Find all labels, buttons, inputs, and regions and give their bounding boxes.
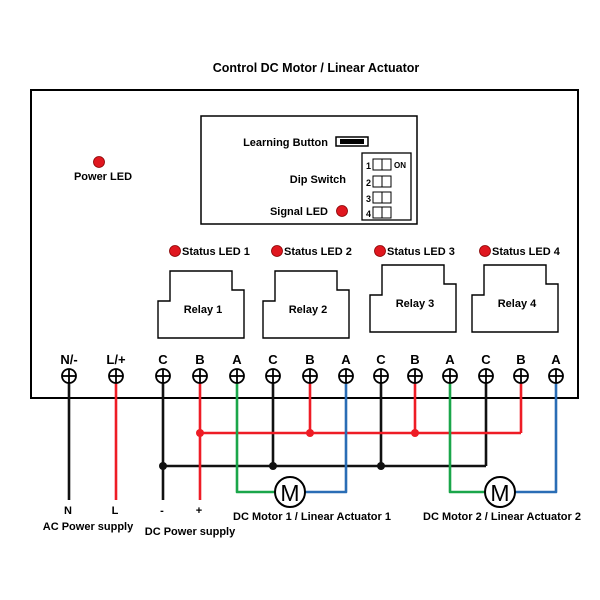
dip-switch-cell[interactable] (381, 191, 392, 204)
dip-switch-cell[interactable] (381, 175, 392, 188)
controller-box (30, 89, 579, 399)
status-led-label-4: Status LED 4 (492, 246, 561, 258)
relay-2 (262, 270, 350, 339)
status-led-3 (374, 245, 386, 257)
status-led-label-3: Status LED 3 (387, 246, 455, 258)
dip-switch[interactable]: 1 2 3 4 (361, 152, 412, 221)
terminal-screw[interactable] (373, 368, 389, 384)
wire-motor2-a3 (448, 383, 485, 494)
wire-junction (377, 462, 385, 470)
wire-junction (411, 429, 419, 437)
dip-switch-cell[interactable] (372, 206, 383, 219)
dip-number: 3 (366, 194, 371, 204)
relay-label-1: Relay 1 (184, 304, 223, 316)
relay-label-4: Relay 4 (498, 298, 537, 310)
dip-number: 2 (366, 178, 371, 188)
dip-switch-cell[interactable] (372, 158, 383, 171)
dip-number: 1 (366, 161, 371, 171)
dip-switch-label: Dip Switch (290, 174, 347, 186)
terminal-label: N/- (60, 352, 77, 367)
terminal-screw[interactable] (229, 368, 245, 384)
learning-button-label: Learning Button (243, 137, 328, 149)
wire-motor2-a4 (515, 383, 558, 494)
relay-3 (369, 264, 457, 333)
ac-power-supply-label: AC Power supply (43, 521, 134, 533)
terminal-label: B (516, 352, 525, 367)
power-led-label: Power LED (74, 171, 132, 183)
wire-junction (159, 462, 167, 470)
wire-end-plus: + (196, 505, 202, 517)
relay-label-3: Relay 3 (396, 298, 435, 310)
dip-switch-cell[interactable] (381, 206, 392, 219)
terminal-screw[interactable] (478, 368, 494, 384)
terminal-label: C (376, 352, 386, 367)
wire-junction (306, 429, 314, 437)
wire-end-n: N (64, 505, 72, 517)
dip-switch-cell[interactable] (372, 191, 383, 204)
motor-2: M (484, 476, 516, 508)
terminal-screw[interactable] (338, 368, 354, 384)
signal-led-label: Signal LED (270, 206, 328, 218)
wire-end-minus: - (160, 505, 164, 517)
learning-button[interactable] (335, 136, 369, 147)
terminal-screw[interactable] (302, 368, 318, 384)
signal-led (336, 205, 348, 217)
terminal-label: C (158, 352, 168, 367)
terminal-screw[interactable] (265, 368, 281, 384)
dip-on-label: ON (394, 161, 406, 170)
motor-2-label: DC Motor 2 / Linear Actuator 2 (423, 511, 581, 523)
status-led-4 (479, 245, 491, 257)
control-panel (200, 115, 418, 225)
wire-junction (269, 462, 277, 470)
terminal-label: C (481, 352, 491, 367)
dip-switch-cell[interactable] (372, 175, 383, 188)
terminal-screw[interactable] (513, 368, 529, 384)
terminal-label: C (268, 352, 278, 367)
motor-2-symbol: M (490, 480, 509, 506)
terminal-label: B (195, 352, 204, 367)
status-led-2 (271, 245, 283, 257)
terminal-label: L/+ (106, 352, 126, 367)
status-led-label-1: Status LED 1 (182, 246, 250, 258)
wire-motor1-a1 (235, 383, 275, 494)
dip-switch-cell[interactable] (381, 158, 392, 171)
motor-1: M (274, 476, 306, 508)
terminal-label: A (341, 352, 351, 367)
diagram-title: Control DC Motor / Linear Actuator (213, 61, 420, 75)
terminal-label: A (232, 352, 242, 367)
terminal-label: B (305, 352, 314, 367)
terminal-screw[interactable] (61, 368, 77, 384)
terminal-screw[interactable] (442, 368, 458, 384)
motor-1-label: DC Motor 1 / Linear Actuator 1 (233, 511, 391, 523)
terminal-screw[interactable] (155, 368, 171, 384)
relay-4 (471, 264, 559, 333)
status-led-label-2: Status LED 2 (284, 246, 352, 258)
relay-1 (157, 270, 245, 339)
terminal-screw[interactable] (548, 368, 564, 384)
wire-junction (196, 429, 204, 437)
power-led (93, 156, 105, 168)
terminal-label: A (445, 352, 455, 367)
wire-end-l: L (112, 505, 119, 517)
motor-1-symbol: M (280, 480, 299, 506)
dip-number: 4 (366, 209, 371, 219)
status-led-1 (169, 245, 181, 257)
wire-motor1-a2 (305, 383, 348, 494)
relay-label-2: Relay 2 (289, 304, 328, 316)
terminal-screw[interactable] (407, 368, 423, 384)
terminal-screw[interactable] (108, 368, 124, 384)
terminal-label: B (410, 352, 419, 367)
terminal-label: A (551, 352, 561, 367)
terminal-screw[interactable] (192, 368, 208, 384)
dc-power-supply-label: DC Power supply (145, 526, 236, 538)
